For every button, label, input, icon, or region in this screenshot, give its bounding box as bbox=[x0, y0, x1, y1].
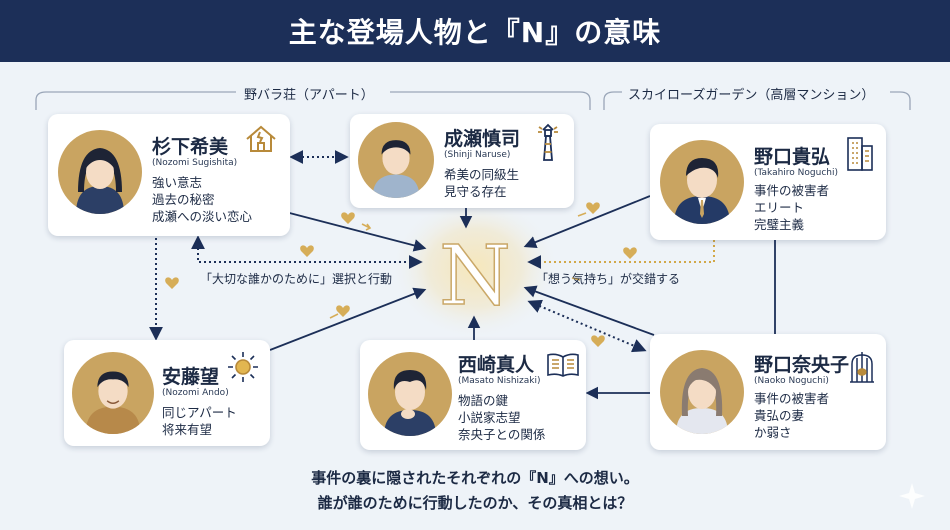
house-icon bbox=[244, 124, 278, 154]
character-trait: 希美の同級生 bbox=[444, 167, 520, 182]
character-trait: 事件の被害者 bbox=[754, 391, 830, 406]
character-trait: 強い意志 bbox=[152, 175, 203, 190]
sun-icon bbox=[226, 350, 260, 384]
heart-icon bbox=[165, 202, 637, 347]
avatar bbox=[58, 130, 142, 214]
birdcage-icon bbox=[848, 350, 876, 386]
character-name: 西崎真人 bbox=[458, 354, 535, 376]
character-card-naoko[interactable]: 野口奈央子 (Naoko Noguchi) 事件の被害者 貴弘の妻 か弱さ bbox=[650, 334, 886, 450]
group-label-mansion: スカイローズガーデン（高層マンション） bbox=[628, 88, 875, 103]
character-romaji: (Shinji Naruse) bbox=[444, 150, 511, 160]
edge-naoko-n-dotted bbox=[527, 299, 647, 353]
character-card-naruse[interactable]: 成瀬慎司 (Shinji Naruse) 希美の同級生 見守る存在 bbox=[350, 114, 574, 208]
character-trait: 将来有望 bbox=[162, 422, 213, 437]
character-trait: 奈央子との関係 bbox=[458, 427, 546, 442]
sparkle-icon bbox=[899, 483, 925, 509]
character-name: 野口貴弘 bbox=[754, 146, 831, 168]
avatar bbox=[660, 350, 744, 434]
center-n-symbol: N bbox=[400, 208, 550, 328]
character-card-takahiro[interactable]: 野口貴弘 (Takahiro Noguchi) 事件の被害者 エリート 完璧主義 bbox=[650, 124, 886, 240]
edge-ando-n bbox=[269, 287, 427, 351]
character-romaji: (Masato Nishizaki) bbox=[458, 376, 541, 386]
character-card-sugishita[interactable]: 杉下希美 (Nozomi Sugishita) 強い意志 過去の秘密 成瀬への淡… bbox=[48, 114, 290, 236]
avatar bbox=[368, 352, 452, 436]
character-trait: 完璧主義 bbox=[754, 217, 805, 232]
character-romaji: (Takahiro Noguchi) bbox=[754, 168, 838, 178]
edge-takahiro-n bbox=[523, 195, 651, 249]
apartment-bracket bbox=[35, 91, 591, 110]
character-trait: 小説家志望 bbox=[458, 410, 521, 425]
center-n-letter: N bbox=[439, 229, 511, 324]
book-icon bbox=[546, 352, 580, 378]
character-trait: 見守る存在 bbox=[444, 184, 507, 199]
avatar bbox=[660, 140, 744, 224]
character-trait: 同じアパート bbox=[162, 405, 237, 420]
small-arrow-marks bbox=[329, 212, 587, 319]
title-banner: 主な登場人物と『N』の意味 bbox=[0, 0, 950, 62]
character-romaji: (Naoko Noguchi) bbox=[754, 376, 829, 386]
footer-line-2: 誰が誰のために行動したのか、その真相とは？ bbox=[317, 494, 633, 512]
page-title: 主な登場人物と『N』の意味 bbox=[288, 16, 662, 49]
character-card-nishizaki[interactable]: 西崎真人 (Masato Nishizaki) 物語の鍵 小説家志望 奈央子との… bbox=[360, 340, 586, 450]
lighthouse-icon bbox=[534, 122, 562, 162]
character-trait: 事件の被害者 bbox=[754, 183, 830, 198]
footer-line-1: 事件の裏に隠されたそれぞれの『N』への想い。 bbox=[311, 469, 639, 487]
edge-sugishita-n-dotted bbox=[191, 235, 423, 269]
character-name: 成瀬慎司 bbox=[444, 128, 521, 150]
mansion-bracket bbox=[603, 91, 911, 110]
avatar bbox=[72, 352, 154, 434]
edge-label-right: 「想う気持ち」が交錯する bbox=[536, 272, 681, 286]
edge-label-left: 「大切な誰かのために」選択と行動 bbox=[200, 272, 393, 286]
character-name: 野口奈央子 bbox=[754, 354, 850, 376]
character-trait: 物語の鍵 bbox=[458, 393, 509, 408]
edge-takahiro-n-dotted bbox=[527, 240, 715, 269]
character-card-ando[interactable]: 安藤望 (Nozomi Ando) 同じアパート 将来有望 bbox=[64, 340, 270, 446]
avatar bbox=[358, 122, 434, 198]
character-trait: 過去の秘密 bbox=[152, 192, 215, 207]
character-name: 杉下希美 bbox=[152, 136, 229, 158]
group-label-apartment: 野バラ荘（アパート） bbox=[244, 88, 374, 103]
character-trait: か弱さ bbox=[754, 425, 792, 440]
character-romaji: (Nozomi Sugishita) bbox=[152, 158, 238, 168]
building-icon bbox=[844, 132, 876, 172]
center-glow bbox=[390, 196, 560, 340]
character-trait: 貴弘の妻 bbox=[754, 408, 805, 423]
character-name: 安藤望 bbox=[162, 366, 220, 388]
character-trait: エリート bbox=[754, 200, 805, 215]
character-romaji: (Nozomi Ando) bbox=[162, 388, 229, 398]
character-trait: 成瀬への淡い恋心 bbox=[152, 209, 253, 224]
